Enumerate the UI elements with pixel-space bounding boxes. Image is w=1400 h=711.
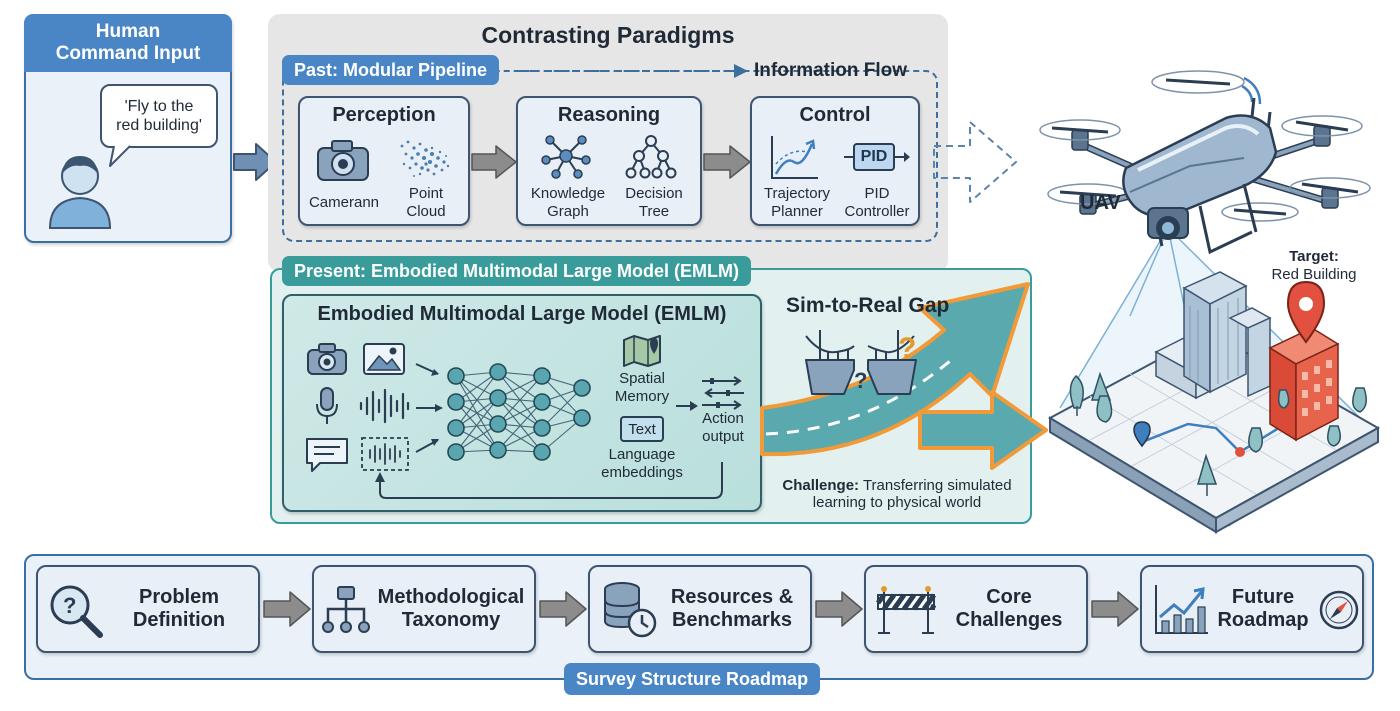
database-clock-icon bbox=[604, 582, 657, 638]
control-module: Control PID Trajectory Planner PID Contr… bbox=[750, 96, 920, 226]
point-cloud-icon bbox=[400, 140, 450, 177]
broken-bridge-icon: ? ? bbox=[805, 330, 917, 395]
arrow-step-3-4 bbox=[815, 591, 863, 627]
microphone-input-icon bbox=[316, 387, 338, 424]
arrow-human-to-pipeline bbox=[233, 143, 277, 181]
target-label-text: Red Building bbox=[1271, 266, 1357, 283]
hierarchy-icon bbox=[322, 586, 370, 633]
step-label-methodological-taxonomy: Methodological Taxonomy bbox=[377, 586, 525, 631]
roadmap-step-problem-definition: ? Problem Definition bbox=[36, 565, 260, 653]
speech-bubble-text: 'Fly to the red building' bbox=[116, 98, 202, 134]
information-flow-arrow bbox=[516, 64, 748, 78]
arrow-step-4-5 bbox=[1091, 591, 1139, 627]
masked-audio-icon bbox=[361, 437, 409, 471]
svg-text:?: ? bbox=[63, 593, 76, 618]
challenge-bold: Challenge: bbox=[782, 477, 860, 494]
survey-roadmap-tag: Survey Structure Roadmap bbox=[564, 663, 821, 695]
target-label: Target: Red Building bbox=[1262, 248, 1366, 284]
contrasting-paradigms-title: Contrasting Paradigms bbox=[481, 22, 735, 48]
uav-city-scene bbox=[1039, 70, 1381, 534]
reasoning-module: Reasoning Knowledge Graph Decision Tree bbox=[516, 96, 702, 226]
roadmap-step-methodological-taxonomy: Methodological Taxonomy bbox=[312, 565, 536, 653]
past-pipeline-box bbox=[282, 70, 938, 242]
neural-network-icon bbox=[447, 363, 591, 461]
barrier-icon bbox=[876, 586, 937, 634]
arrow-perception-to-reasoning bbox=[471, 145, 517, 179]
human-command-panel: Human Command Input 'Fly to the red buil… bbox=[24, 14, 232, 243]
control-title: Control bbox=[799, 104, 871, 126]
svg-text:?: ? bbox=[898, 332, 916, 365]
target-label-bold: Target: bbox=[1289, 248, 1339, 265]
knowledge-graph-icon bbox=[541, 135, 591, 179]
decision-tree-icon bbox=[625, 135, 677, 179]
svg-text:?: ? bbox=[854, 368, 867, 393]
information-flow-label: Information Flow bbox=[754, 60, 908, 81]
challenge-line2: learning to physical world bbox=[812, 494, 982, 511]
image-input-icon bbox=[363, 343, 405, 375]
reasoning-item-knowledge-graph: Knowledge Graph bbox=[530, 185, 606, 220]
perception-item-point-cloud: Point Cloud bbox=[406, 185, 446, 220]
trend-chart-icon bbox=[1155, 585, 1208, 634]
trajectory-planner-icon bbox=[771, 136, 818, 179]
speech-bubble-tail bbox=[109, 143, 131, 167]
present-emlm-tag: Present: Embodied Multimodal Large Model… bbox=[282, 256, 752, 286]
step-label-future-roadmap: Future Roadmap bbox=[1217, 586, 1309, 631]
memory-to-action-arrow bbox=[676, 401, 698, 411]
camera-icon bbox=[317, 140, 369, 181]
arrow-step-2-3 bbox=[539, 591, 587, 627]
step-label-resources-benchmarks: Resources & Benchmarks bbox=[670, 586, 794, 631]
challenge-line1: Transferring simulated bbox=[859, 477, 1012, 494]
past-pipeline-tag: Past: Modular Pipeline bbox=[282, 55, 500, 85]
drone-icon bbox=[1039, 70, 1371, 255]
control-item-pid-controller: PID Controller bbox=[844, 185, 910, 220]
roadmap-step-future-roadmap: Future Roadmap bbox=[1140, 565, 1364, 653]
audio-waveform-icon bbox=[359, 388, 410, 424]
roadmap-step-core-challenges: Core Challenges bbox=[864, 565, 1088, 653]
text-box: Text bbox=[620, 416, 664, 442]
person-icon bbox=[48, 156, 112, 229]
arrow-reasoning-to-control bbox=[703, 145, 751, 179]
magnifier-question-icon: ? bbox=[50, 585, 103, 638]
language-embeddings-label: Language embeddings bbox=[601, 446, 683, 481]
spatial-memory-label: Spatial Memory bbox=[614, 370, 670, 405]
perception-item-camera: Camerann bbox=[308, 194, 380, 211]
step-label-problem-definition: Problem Definition bbox=[132, 586, 226, 631]
arrow-step-1-2 bbox=[263, 591, 311, 627]
chat-input-icon bbox=[306, 438, 348, 472]
dashed-arrow-to-uav bbox=[933, 121, 1017, 203]
pid-controller-icon bbox=[844, 143, 910, 171]
feedback-loop-arrow bbox=[375, 462, 723, 499]
reasoning-title: Reasoning bbox=[557, 104, 661, 126]
pid-icon-text: PID bbox=[860, 148, 888, 165]
sim-to-real-gap-title: Sim-to-Real Gap bbox=[786, 294, 950, 317]
challenge-text: Challenge: Transferring simulated learni… bbox=[772, 477, 1022, 511]
input-arrows bbox=[415, 363, 443, 453]
roadmap-step-resources-benchmarks: Resources & Benchmarks bbox=[588, 565, 812, 653]
map-icon bbox=[623, 335, 661, 367]
action-output-label: Action output bbox=[702, 410, 744, 445]
human-command-title: Human Command Input bbox=[24, 14, 232, 72]
perception-module: Perception Camerann Point Cloud bbox=[298, 96, 470, 226]
emlm-model-title: Embodied Multimodal Large Model (EMLM) bbox=[317, 303, 727, 325]
compass-icon bbox=[1319, 590, 1359, 630]
uav-label: UAV bbox=[1080, 192, 1121, 214]
reasoning-item-decision-tree: Decision Tree bbox=[625, 185, 683, 220]
action-sliders-icon bbox=[702, 376, 744, 410]
step-label-core-challenges: Core Challenges bbox=[955, 586, 1063, 631]
speech-bubble: 'Fly to the red building' bbox=[100, 84, 218, 148]
camera-input-icon bbox=[307, 343, 347, 375]
control-item-trajectory-planner: Trajectory Planner bbox=[763, 185, 831, 220]
perception-title: Perception bbox=[332, 104, 436, 126]
